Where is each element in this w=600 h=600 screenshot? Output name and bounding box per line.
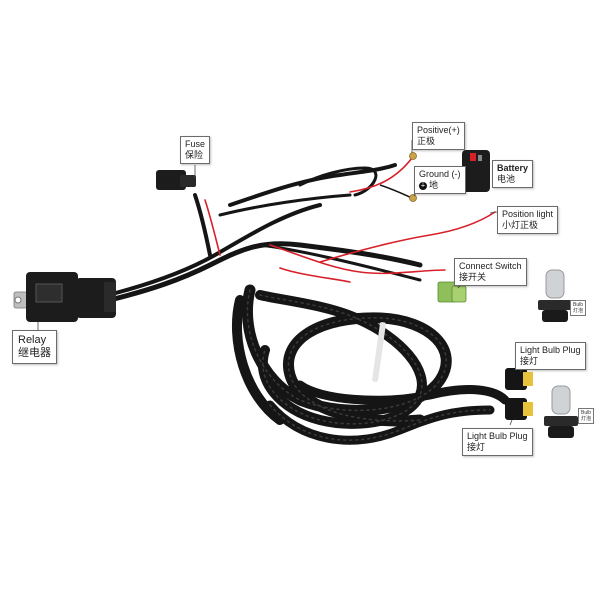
- fuse-label-zh: 保险: [185, 150, 204, 160]
- bulb-plug-upper: [505, 368, 533, 390]
- positive-label: Positive(+) 正极: [412, 122, 465, 150]
- bulb-upper: [538, 269, 572, 322]
- connect-switch-label-zh: 接开关: [459, 272, 487, 282]
- battery-label: Battery 电池: [492, 160, 534, 188]
- connect-switch-label-en: Connect Switch: [459, 261, 522, 271]
- bulb-tag-lower-en: Bulb: [581, 410, 592, 416]
- position-light-label-en: Position light: [502, 209, 554, 219]
- bulb-tag-upper-en: Bulb: [573, 302, 584, 308]
- light-bulb-plug-lower-label-en: Light Bulb Plug: [467, 431, 528, 441]
- relay-unit: [13, 272, 116, 322]
- ground-symbol-icon: ⏚: [419, 181, 427, 190]
- switch-connector: [437, 281, 467, 303]
- light-bulb-plug-upper-label-en: Light Bulb Plug: [520, 345, 581, 355]
- bulb-plug-lower: [505, 398, 533, 420]
- relay-label-en: Relay: [18, 334, 47, 346]
- light-bulb-plug-lower-label-zh: 接灯: [467, 442, 486, 452]
- bulb-tag-upper: Bulb 灯泡: [570, 300, 587, 316]
- position-light-label-zh: 小灯正极: [502, 220, 539, 230]
- bulb-lower: [544, 385, 578, 438]
- bulb-tag-lower: Bulb 灯泡: [578, 408, 595, 424]
- battery-label-zh: 电池: [497, 174, 516, 184]
- battery-label-en: Battery: [497, 163, 529, 173]
- bulb-tag-upper-zh: 灯泡: [573, 308, 584, 314]
- light-bulb-plug-lower-label: Light Bulb Plug 接灯: [462, 428, 533, 456]
- ground-label-en: Ground (-): [419, 169, 461, 179]
- fuse-label-en: Fuse: [185, 139, 206, 149]
- ground-label-zh: 地: [429, 180, 439, 190]
- position-light-label: Position light 小灯正极: [497, 206, 559, 234]
- battery-illustration: [462, 150, 490, 192]
- zip-tie: [372, 322, 386, 382]
- positive-label-zh: 正极: [417, 136, 436, 146]
- corrugated-harness-texture: [246, 289, 491, 441]
- relay-label: Relay 继电器: [12, 330, 57, 364]
- fuse-holder: [156, 170, 196, 190]
- light-bulb-plug-upper-label-zh: 接灯: [520, 356, 539, 366]
- ground-wire: [379, 184, 413, 199]
- positive-label-en: Positive(+): [417, 125, 460, 135]
- relay-label-zh: 继电器: [18, 347, 51, 359]
- light-bulb-plug-upper-label: Light Bulb Plug 接灯: [515, 342, 586, 370]
- fuse-label: Fuse 保险: [180, 136, 211, 164]
- red-wires: [204, 157, 496, 283]
- corrugated-harness-coil: [232, 284, 510, 445]
- connect-switch-label: Connect Switch 接开关: [454, 258, 527, 286]
- ground-label: Ground (-) ⏚地: [414, 166, 466, 194]
- ring-terminals: [409, 152, 417, 202]
- bulb-tag-lower-zh: 灯泡: [581, 416, 592, 422]
- main-harness-trunk: [107, 163, 423, 303]
